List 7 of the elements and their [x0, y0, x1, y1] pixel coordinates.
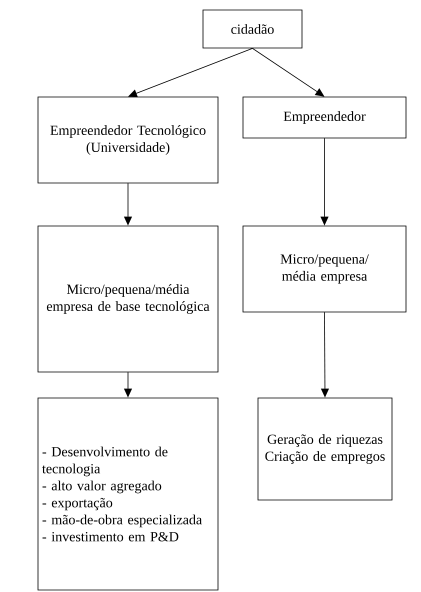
process-box: Geração de riquezas Criação de empregos: [258, 398, 392, 500]
process-box: cidadão: [202, 10, 302, 48]
process-box: Empreendedor Tecnológico (Universidade): [38, 96, 218, 184]
process-box: Micro/pequena/média empresa de base tecnológica: [38, 226, 218, 372]
process-box: - Desenvolvimento de tecnologia - alto valor agregado - exportação - mão-de-obra especializada - investimento em P&D: [38, 398, 218, 590]
process-box: Empreendedor: [242, 96, 406, 138]
process-box: Micro/pequena/ média empresa: [242, 226, 406, 312]
